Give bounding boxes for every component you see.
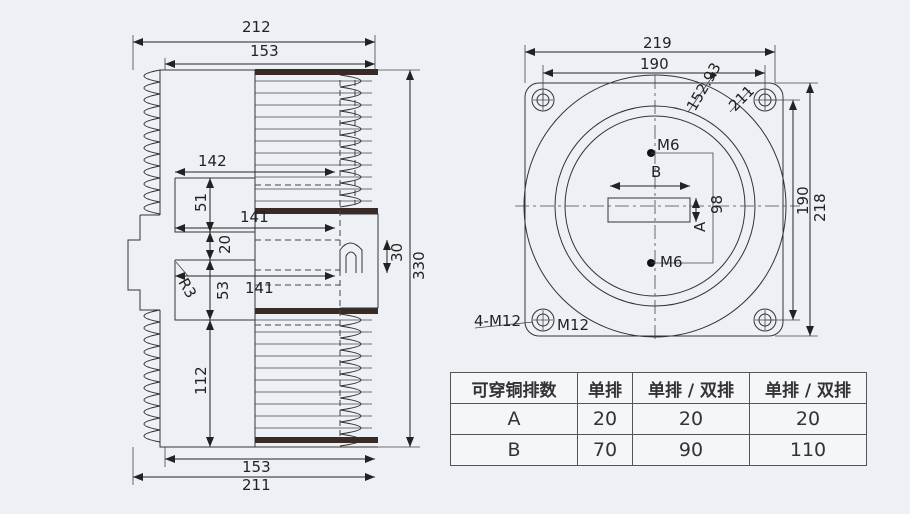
header-cell: 可穿铜排数 — [450, 372, 578, 404]
svg-text:153: 153 — [242, 458, 271, 476]
header-cell: 单排 / 双排 — [632, 372, 750, 404]
svg-text:M6: M6 — [660, 253, 683, 271]
terminal-lug — [339, 242, 363, 273]
side-view: 212 153 330 142 51 141 20 141 53 112 30 … — [127, 18, 428, 494]
table-cell: 20 — [749, 403, 867, 435]
top-view: M6 M6 B A 98 219 190 218 190 152.93 211 … — [474, 34, 829, 340]
table-cell: 110 — [749, 434, 867, 466]
svg-text:153: 153 — [250, 42, 279, 60]
table-row: B 70 90 110 — [450, 434, 867, 466]
table-cell: B — [450, 434, 578, 466]
header-cell: 单排 — [577, 372, 633, 404]
svg-text:51: 51 — [192, 193, 210, 212]
table-header: 可穿铜排数 单排 单排 / 双排 单排 / 双排 — [450, 372, 867, 404]
svg-text:112: 112 — [192, 366, 210, 395]
svg-text:98: 98 — [708, 195, 726, 214]
right-fins — [255, 74, 372, 447]
table-cell: 20 — [577, 403, 633, 435]
svg-text:A: A — [691, 221, 709, 232]
busbar-slot — [607, 197, 691, 223]
svg-text:330: 330 — [410, 251, 428, 280]
table-row: A 20 20 20 — [450, 403, 867, 435]
table-cell: 20 — [632, 403, 750, 435]
svg-text:141: 141 — [240, 208, 269, 226]
left-fins — [143, 69, 161, 443]
svg-text:142: 142 — [198, 152, 227, 170]
svg-text:R3: R3 — [175, 275, 201, 301]
svg-text:219: 219 — [643, 34, 672, 52]
svg-text:152.93: 152.93 — [683, 60, 725, 114]
svg-text:190: 190 — [794, 186, 812, 215]
svg-text:20: 20 — [216, 235, 234, 254]
svg-text:212: 212 — [242, 18, 271, 36]
svg-text:53: 53 — [214, 281, 232, 300]
shed-profile — [143, 69, 161, 215]
svg-text:141: 141 — [245, 279, 274, 297]
busbar-table: 可穿铜排数 单排 单排 / 双排 单排 / 双排 A 20 20 20 B 70… — [450, 372, 867, 466]
svg-text:4-M12: 4-M12 — [474, 312, 521, 330]
svg-text:190: 190 — [640, 55, 669, 73]
svg-text:B: B — [651, 163, 661, 181]
table-cell: A — [450, 403, 578, 435]
svg-text:M6: M6 — [657, 136, 680, 154]
svg-text:211: 211 — [242, 476, 271, 494]
table-cell: 90 — [632, 434, 750, 466]
svg-text:M12: M12 — [557, 316, 589, 334]
shed-profile — [143, 309, 161, 443]
table-cell: 70 — [577, 434, 633, 466]
mounting-holes — [531, 88, 777, 332]
svg-text:211: 211 — [725, 82, 758, 115]
svg-text:218: 218 — [811, 193, 829, 222]
header-cell: 单排 / 双排 — [749, 372, 867, 404]
svg-text:30: 30 — [388, 243, 406, 262]
